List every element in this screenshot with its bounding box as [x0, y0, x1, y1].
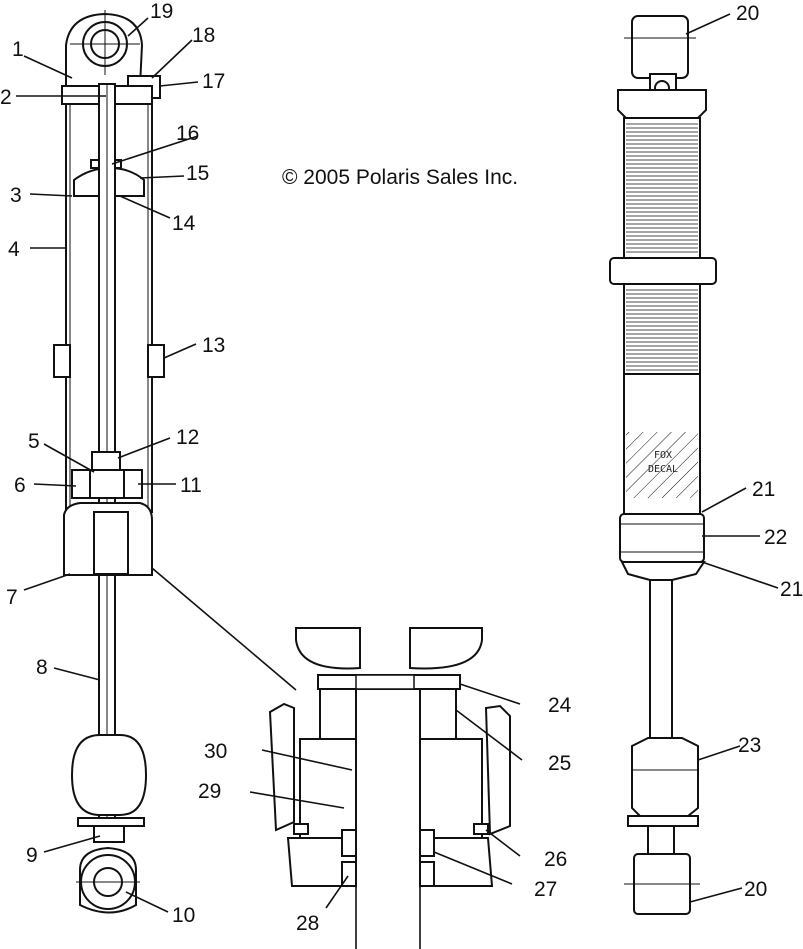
callout-15: 15 [186, 162, 209, 185]
callout-26: 26 [544, 848, 567, 871]
callout-9: 9 [26, 844, 38, 867]
callout-25: 25 [548, 752, 571, 775]
callout-10: 10 [172, 904, 195, 927]
callout-21-upper: 21 [752, 478, 775, 501]
callout-4: 4 [8, 238, 20, 261]
callout-3: 3 [10, 184, 22, 207]
callout-27: 27 [534, 878, 557, 901]
right-shock-assembled: FOX DECAL [609, 15, 717, 915]
left-shock-cutaway [53, 10, 165, 914]
callout-14: 14 [172, 212, 196, 235]
callout-2: 2 [0, 86, 12, 109]
thread-lines [626, 123, 698, 253]
callout-16: 16 [176, 122, 199, 145]
callout-24: 24 [548, 694, 572, 717]
leader-lines [16, 13, 779, 913]
callout-18: 18 [192, 24, 215, 47]
callout-7: 7 [6, 586, 18, 609]
callout-20-top: 20 [736, 2, 759, 25]
callout-6: 6 [14, 474, 26, 497]
callout-13: 13 [202, 334, 225, 357]
callout-22: 22 [764, 526, 787, 549]
callout-1: 1 [12, 38, 24, 61]
callout-12: 12 [176, 426, 199, 449]
callout-30: 30 [204, 740, 227, 763]
callout-19: 19 [150, 0, 173, 23]
callout-20-bottom: 20 [744, 878, 767, 901]
callout-21-lower: 21 [780, 578, 803, 601]
callout-17: 17 [202, 70, 225, 93]
callout-5: 5 [28, 430, 40, 453]
callout-8: 8 [36, 656, 48, 679]
callout-11: 11 [180, 474, 202, 497]
callout-28: 28 [296, 912, 319, 935]
decal-line-1: FOX [654, 450, 672, 461]
callout-23: 23 [738, 734, 761, 757]
callout-29: 29 [198, 780, 221, 803]
decal-line-2: DECAL [648, 464, 678, 475]
copyright-notice: © 2005 Polaris Sales Inc. [282, 166, 518, 189]
